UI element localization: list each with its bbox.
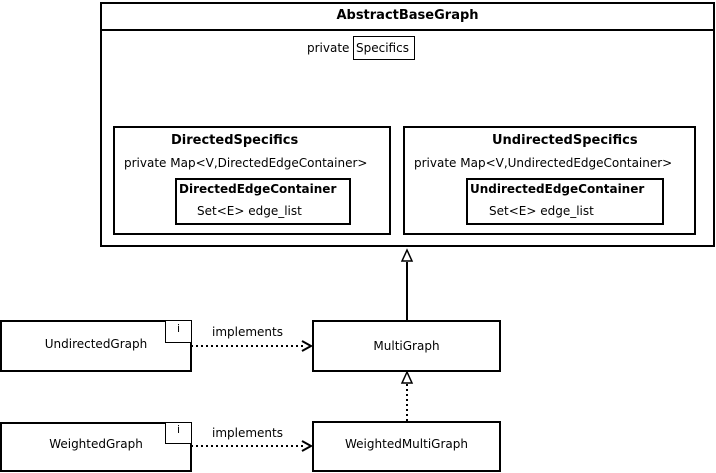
specifics-box[interactable] [353,36,415,60]
implements-arrowhead-1 [301,340,314,352]
multigraph-arrowhead [400,248,414,262]
directed-edge-container-box[interactable] [175,178,351,225]
directed-specifics-title: DirectedSpecifics [171,133,299,148]
weighted-multigraph-arrowhead [400,370,414,384]
weighted-multigraph-box[interactable] [312,421,501,472]
weighted-graph-title: WeightedGraph [49,437,143,451]
directed-edge-container-title: DirectedEdgeContainer [179,182,337,196]
interface-marker-1 [165,320,192,343]
specifics-label: Specifics [356,41,409,55]
implements-label-2: implements [212,426,283,440]
undirected-edge-container-box[interactable] [466,178,664,225]
implements-arrowhead-2 [301,440,314,452]
multigraph-title: MultiGraph [373,339,440,353]
undirected-edge-container-title: UndirectedEdgeContainer [470,182,645,196]
undirected-edge-container-field: Set<E> edge_list [489,204,594,218]
abstract-base-graph-divider [100,29,715,31]
undirected-graph-title: UndirectedGraph [44,337,148,351]
undirected-specifics-title: UndirectedSpecifics [492,133,638,148]
directed-specifics-field: private Map<V,DirectedEdgeContainer> [124,156,368,170]
undirected-graph-box[interactable] [0,320,192,372]
directed-edge-container-field: Set<E> edge_list [197,204,302,218]
weighted-graph-box[interactable] [0,422,192,472]
interface-marker-2-label: i [176,423,181,436]
interface-marker-2 [165,422,192,444]
interface-marker-1-label: i [176,322,181,335]
undirected-specifics-field: private Map<V,UndirectedEdgeContainer> [414,156,673,170]
multigraph-box[interactable] [312,320,501,372]
implements-label-1: implements [212,325,283,339]
private-label: private [307,41,350,55]
weighted-multigraph-title: WeightedMultiGraph [345,437,468,451]
abstract-base-graph-title: AbstractBaseGraph [336,8,479,23]
